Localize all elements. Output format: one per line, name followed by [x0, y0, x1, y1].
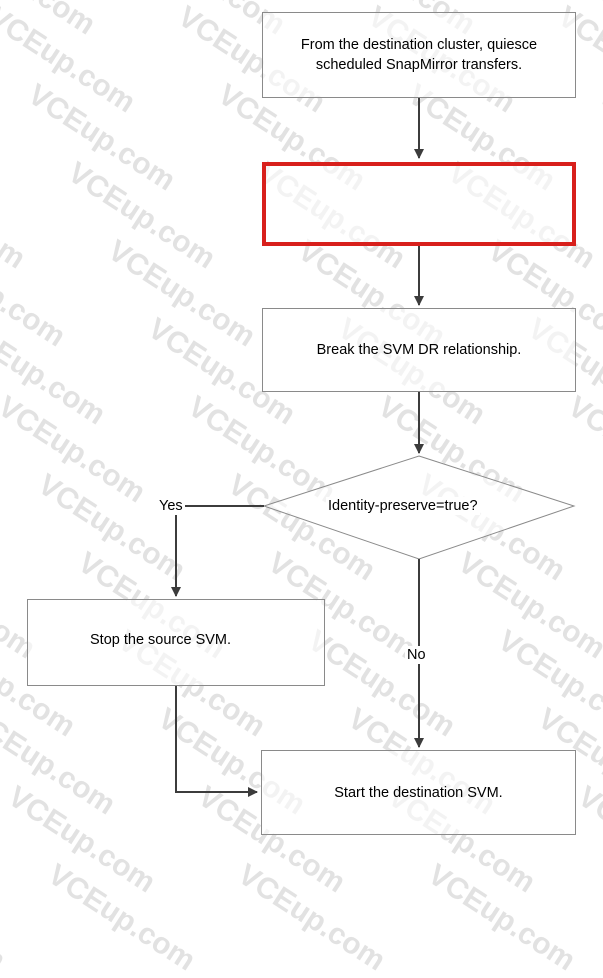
connector-stop-to-start [175, 686, 258, 797]
step-missing-box[interactable] [262, 162, 576, 246]
label-yes: Yes [157, 497, 185, 515]
watermark-text: VCEup.com [0, 858, 12, 978]
step-start-box: Start the destination SVM. [261, 750, 576, 835]
step-stop-text: Stop the source SVM. [90, 631, 232, 648]
step-break-text: Break the SVM DR relationship. [316, 342, 522, 358]
label-no: No [405, 646, 428, 664]
watermark-text: VCEup.com [422, 858, 582, 978]
step-stop-box: Stop the source SVM. [27, 599, 325, 686]
watermark-text: VCEup.com [42, 858, 202, 978]
connector-yes-branch [171, 505, 264, 597]
watermark-text: VCEup.com [232, 858, 392, 978]
step-quiesce-text: From the destination cluster, quiesce sc… [300, 37, 538, 73]
step-start-text: Start the destination SVM. [334, 784, 503, 801]
step-break-box: Break the SVM DR relationship. [262, 308, 576, 392]
decision-text: Identity-preserve=true? [326, 497, 480, 515]
step-quiesce-box: From the destination cluster, quiesce sc… [262, 12, 576, 98]
flowchart-connectors [171, 98, 576, 797]
